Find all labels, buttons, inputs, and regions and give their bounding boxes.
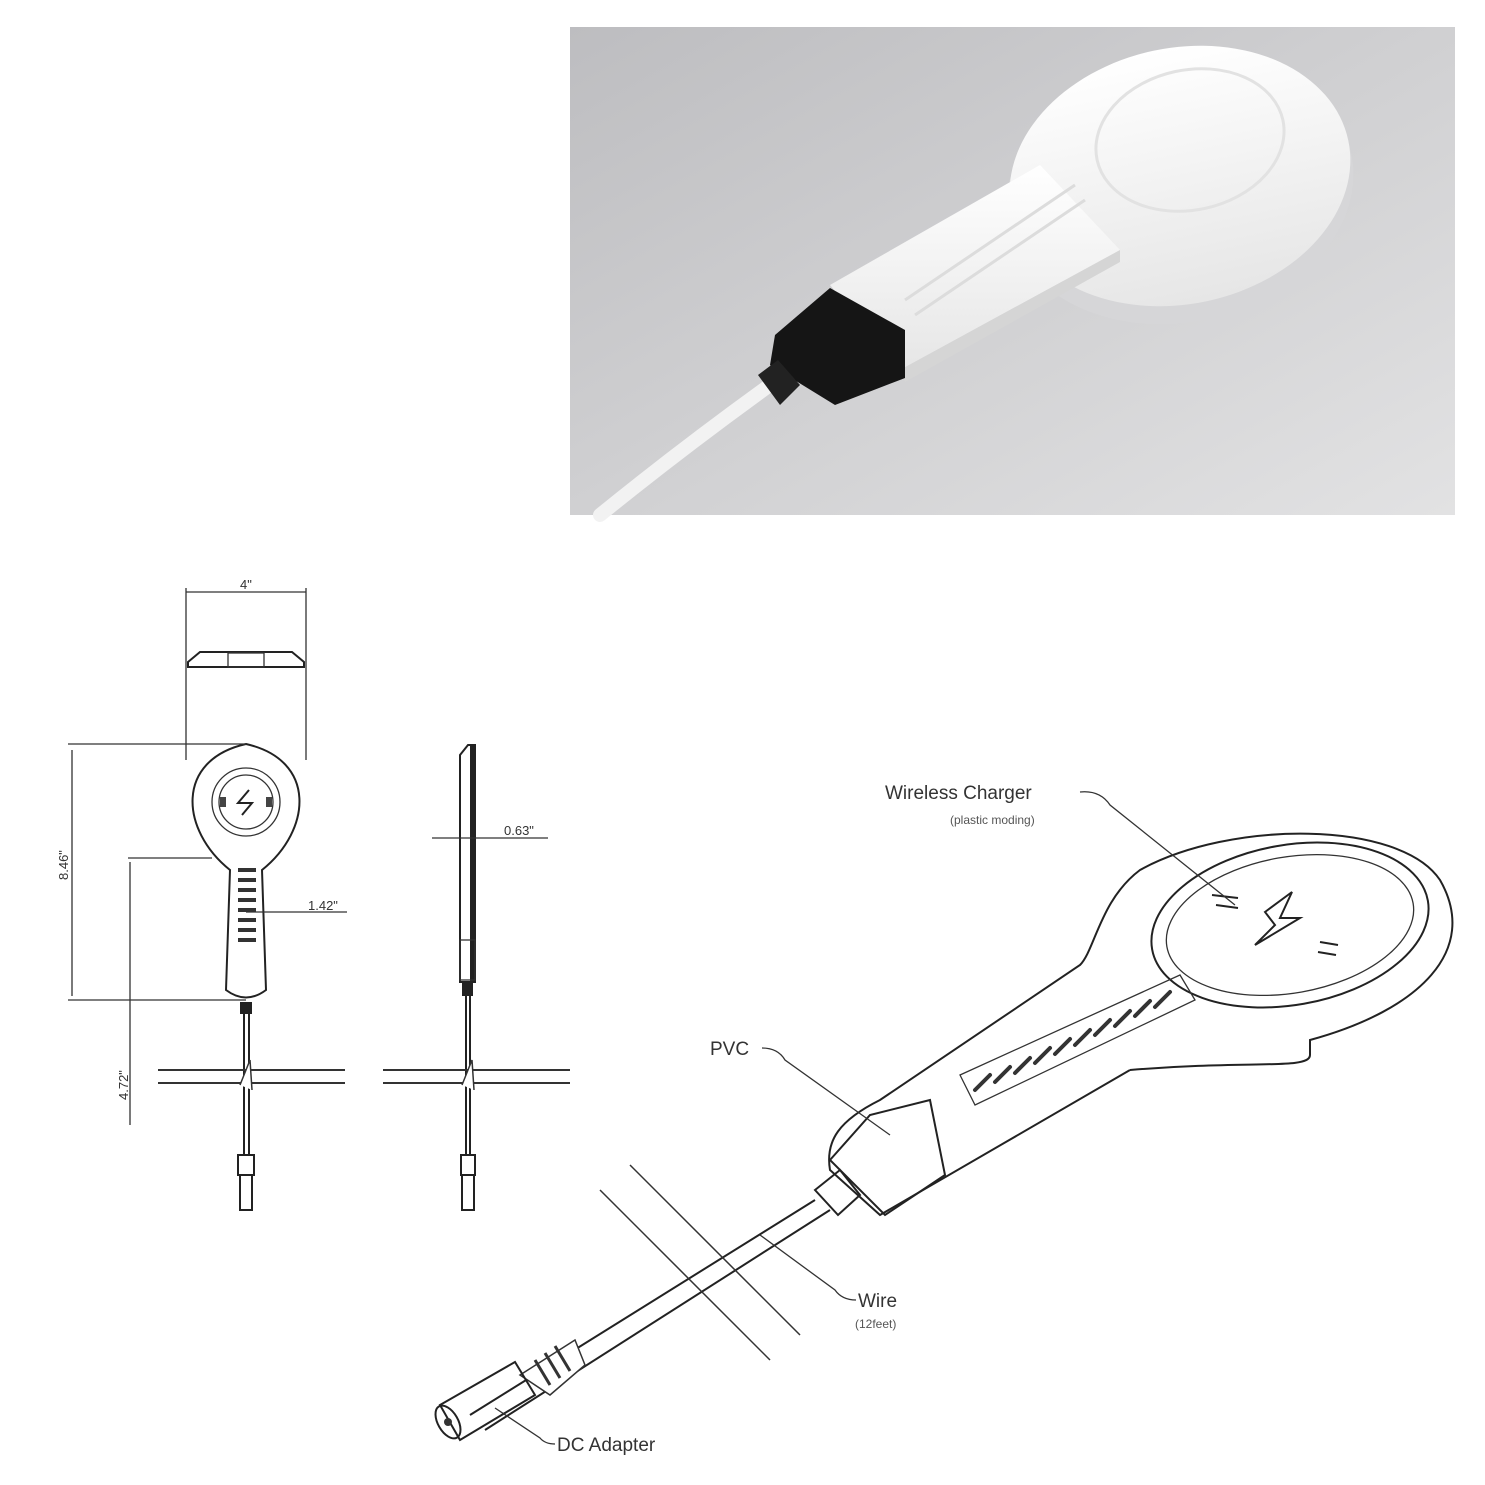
isometric-drawing [434, 832, 1454, 1442]
product-photo [570, 27, 1455, 522]
label-pvc: PVC [710, 1039, 749, 1060]
dim-width: 4" [240, 577, 252, 592]
iso-pvc-cap [828, 1098, 947, 1217]
label-dc-adapter: DC Adapter [557, 1435, 656, 1456]
iso-vent-panel [959, 974, 1196, 1106]
lightning-icon [235, 789, 255, 816]
top-view-drawing: 4" 8.46" 4.72" 1.42" [56, 577, 347, 1211]
iso-charger-body [828, 832, 1454, 1217]
photo-handle [830, 165, 1120, 370]
iso-dc-adapter [438, 1360, 537, 1442]
dim-thickness: 0.63" [504, 823, 534, 838]
label-wire: Wire [858, 1291, 897, 1312]
callouts: Wireless Charger (plastic moding) PVC Wi… [494, 783, 1236, 1456]
paddle-outline [191, 742, 301, 999]
dim-handle-width: 1.42" [308, 898, 338, 913]
label-plastic-moding: (plastic moding) [950, 813, 1035, 827]
side-view-drawing: 0.63" [383, 744, 570, 1211]
dim-handle-length: 4.72" [116, 1070, 131, 1100]
photo-cable [593, 378, 777, 522]
label-wireless-charger: Wireless Charger [885, 783, 1032, 804]
edge-view [187, 651, 305, 668]
dim-length: 8.46" [56, 850, 71, 880]
iso-lightning-icon [1254, 891, 1304, 946]
photo-connector [770, 288, 905, 405]
label-wire-length: (12feet) [855, 1317, 896, 1331]
